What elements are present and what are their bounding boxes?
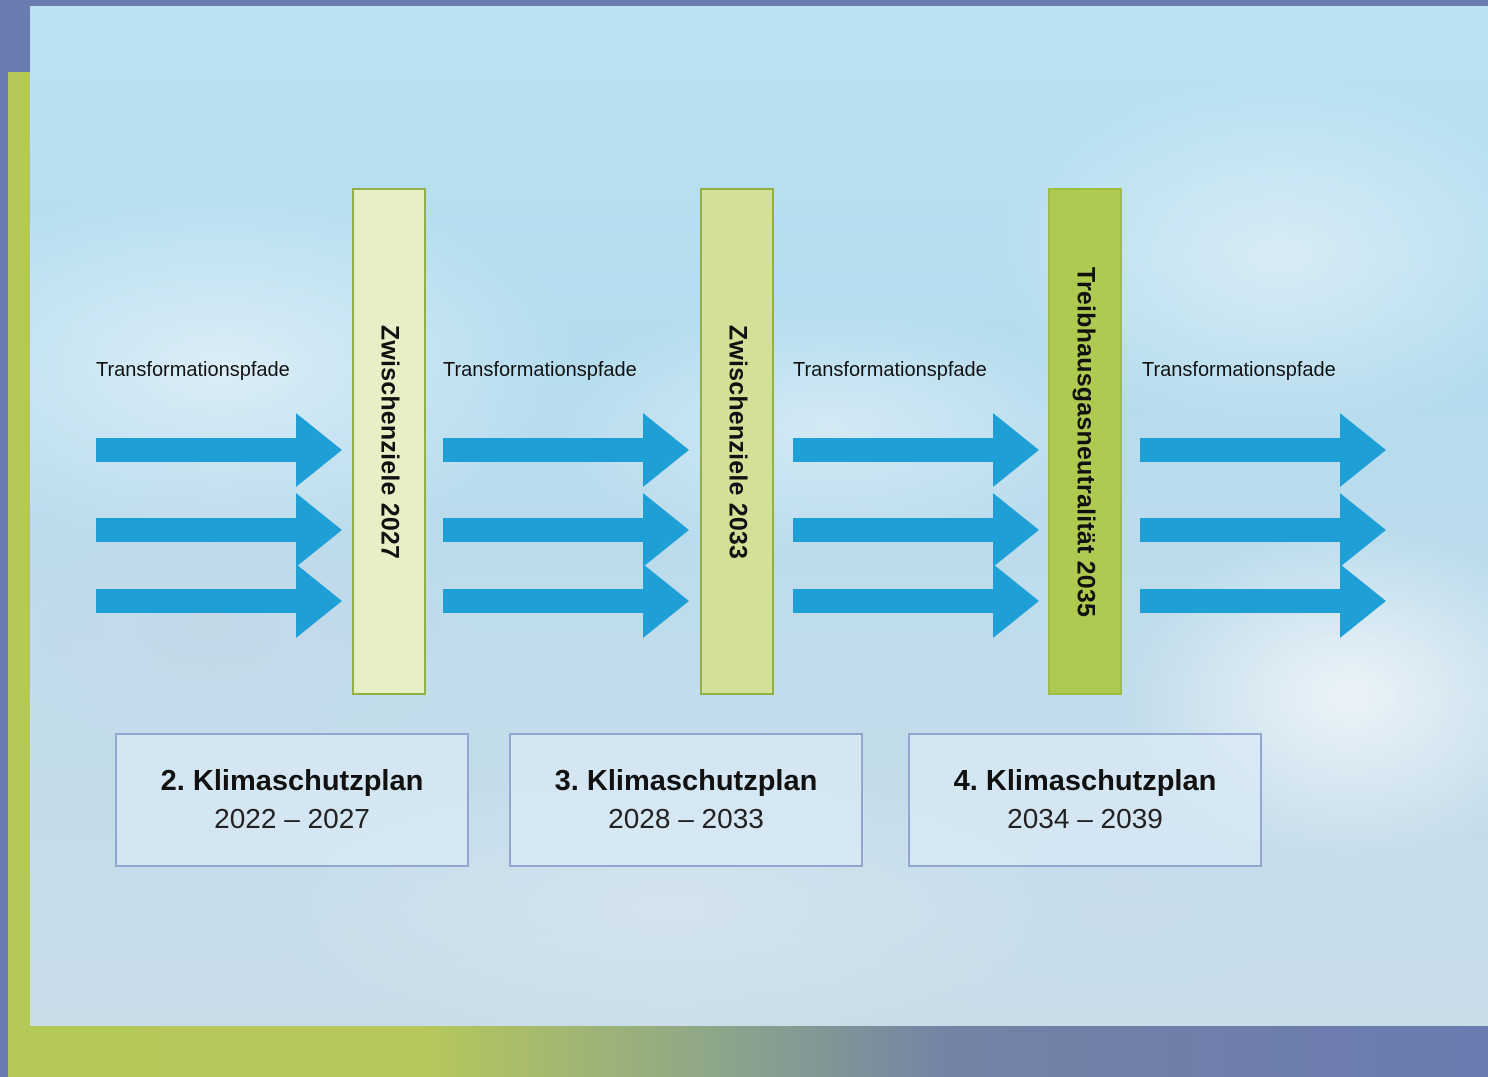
top-frame [0,0,1488,6]
arrow-right-icon [96,413,342,487]
left-accent-strip [8,72,30,1077]
plan-box-2: 2. Klimaschutzplan 2022 – 2027 [115,733,469,867]
path-label-3: Transformationspfade [793,359,987,381]
arrow-right-icon [793,564,1039,638]
bottom-accent-band [8,1026,1488,1077]
milestone-2035: Treibhausgasneutralität 2035 [1048,188,1122,695]
arrow-right-icon [443,493,689,567]
left-frame [0,0,8,1077]
arrow-right-icon [1140,413,1386,487]
plan-period: 2028 – 2033 [608,803,764,834]
plan-period: 2034 – 2039 [1007,803,1163,834]
arrow-right-icon [96,493,342,567]
arrow-right-icon [96,564,342,638]
milestone-label: Treibhausgasneutralität 2035 [1071,266,1100,617]
milestone-label: Zwischenziele 2033 [723,324,752,559]
arrow-right-icon [793,493,1039,567]
milestone-label: Zwischenziele 2027 [375,324,404,559]
plan-title: 4. Klimaschutzplan [953,765,1217,797]
arrow-right-icon [1140,493,1386,567]
plan-period: 2022 – 2027 [214,803,370,834]
arrow-right-icon [443,413,689,487]
milestone-2027: Zwischenziele 2027 [352,188,426,695]
path-label-4: Transformationspfade [1142,359,1336,381]
arrow-group-4 [1140,408,1386,640]
arrow-right-icon [1140,564,1386,638]
arrow-group-1 [96,408,342,640]
milestone-2033: Zwischenziele 2033 [700,188,774,695]
arrow-right-icon [793,413,1039,487]
path-label-2: Transformationspfade [443,359,637,381]
plan-title: 3. Klimaschutzplan [554,765,818,797]
plan-title: 2. Klimaschutzplan [160,765,424,797]
arrow-group-2 [443,408,689,640]
arrow-right-icon [443,564,689,638]
plan-box-3: 3. Klimaschutzplan 2028 – 2033 [509,733,863,867]
plan-box-4: 4. Klimaschutzplan 2034 – 2039 [908,733,1262,867]
arrow-group-3 [793,408,1039,640]
path-label-1: Transformationspfade [96,359,290,381]
